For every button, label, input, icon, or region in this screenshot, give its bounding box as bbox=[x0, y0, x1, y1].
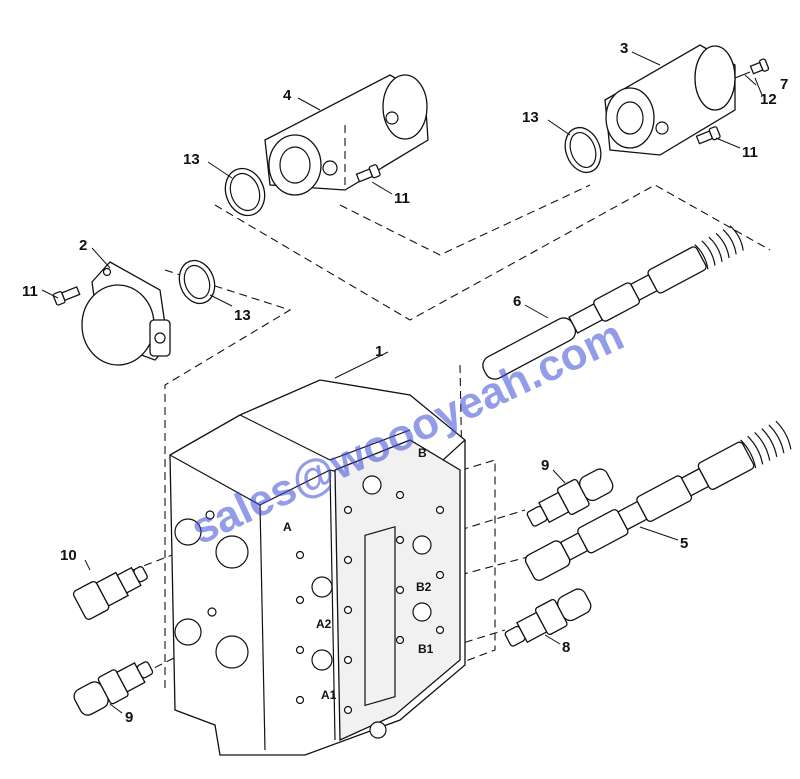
port-label-b: B bbox=[418, 446, 427, 460]
callout-10: 10 bbox=[60, 547, 77, 564]
spring-cover-part-4 bbox=[264, 74, 429, 196]
callout-11-left: 11 bbox=[22, 283, 38, 300]
callout-1: 1 bbox=[375, 343, 383, 360]
end-cap-part-2 bbox=[81, 261, 171, 366]
bolts-part-11 bbox=[52, 126, 721, 306]
callout-12: 12 bbox=[760, 91, 777, 108]
valve-block-part-1 bbox=[169, 379, 466, 756]
port-label-a: A bbox=[283, 520, 292, 534]
assembly-guides bbox=[119, 184, 771, 690]
spool-part-6 bbox=[482, 225, 744, 380]
spring-cover-part-3 bbox=[604, 44, 736, 156]
o-rings-part-13 bbox=[178, 126, 602, 305]
pin-part-12 bbox=[734, 58, 770, 79]
leader-lines bbox=[41, 51, 763, 714]
callout-5: 5 bbox=[680, 535, 688, 552]
callout-2: 2 bbox=[79, 237, 87, 254]
callout-9-upper: 9 bbox=[541, 457, 549, 474]
relief-valve-part-9-lower bbox=[73, 661, 154, 716]
port-label-b1: B1 bbox=[418, 642, 434, 656]
port-label-b2: B2 bbox=[416, 580, 432, 594]
callout-13-left: 13 bbox=[183, 151, 200, 168]
callout-11-right: 11 bbox=[742, 144, 758, 161]
spool-part-5 bbox=[524, 420, 792, 581]
port-label-a2: A2 bbox=[316, 617, 332, 631]
port-label-a1: A1 bbox=[321, 688, 337, 702]
callout-13-right: 13 bbox=[522, 109, 539, 126]
callout-13-lower: 13 bbox=[234, 307, 251, 324]
callout-4: 4 bbox=[283, 87, 292, 104]
callout-9-lower: 9 bbox=[125, 709, 133, 726]
callout-3: 3 bbox=[620, 40, 628, 57]
callout-8: 8 bbox=[562, 639, 570, 656]
port-labels: A B A1 A2 B1 B2 bbox=[283, 446, 434, 702]
relief-valve-part-9-upper bbox=[526, 468, 614, 527]
mounting-holes bbox=[295, 490, 445, 715]
relief-valve-part-8 bbox=[504, 588, 592, 647]
callout-6: 6 bbox=[513, 293, 521, 310]
relief-valve-part-10 bbox=[72, 566, 148, 620]
callout-7: 7 bbox=[780, 76, 788, 93]
callout-labels: 1 2 3 4 5 6 7 8 9 9 10 11 11 11 12 13 13… bbox=[22, 40, 788, 726]
callout-11-middle: 11 bbox=[394, 190, 410, 207]
